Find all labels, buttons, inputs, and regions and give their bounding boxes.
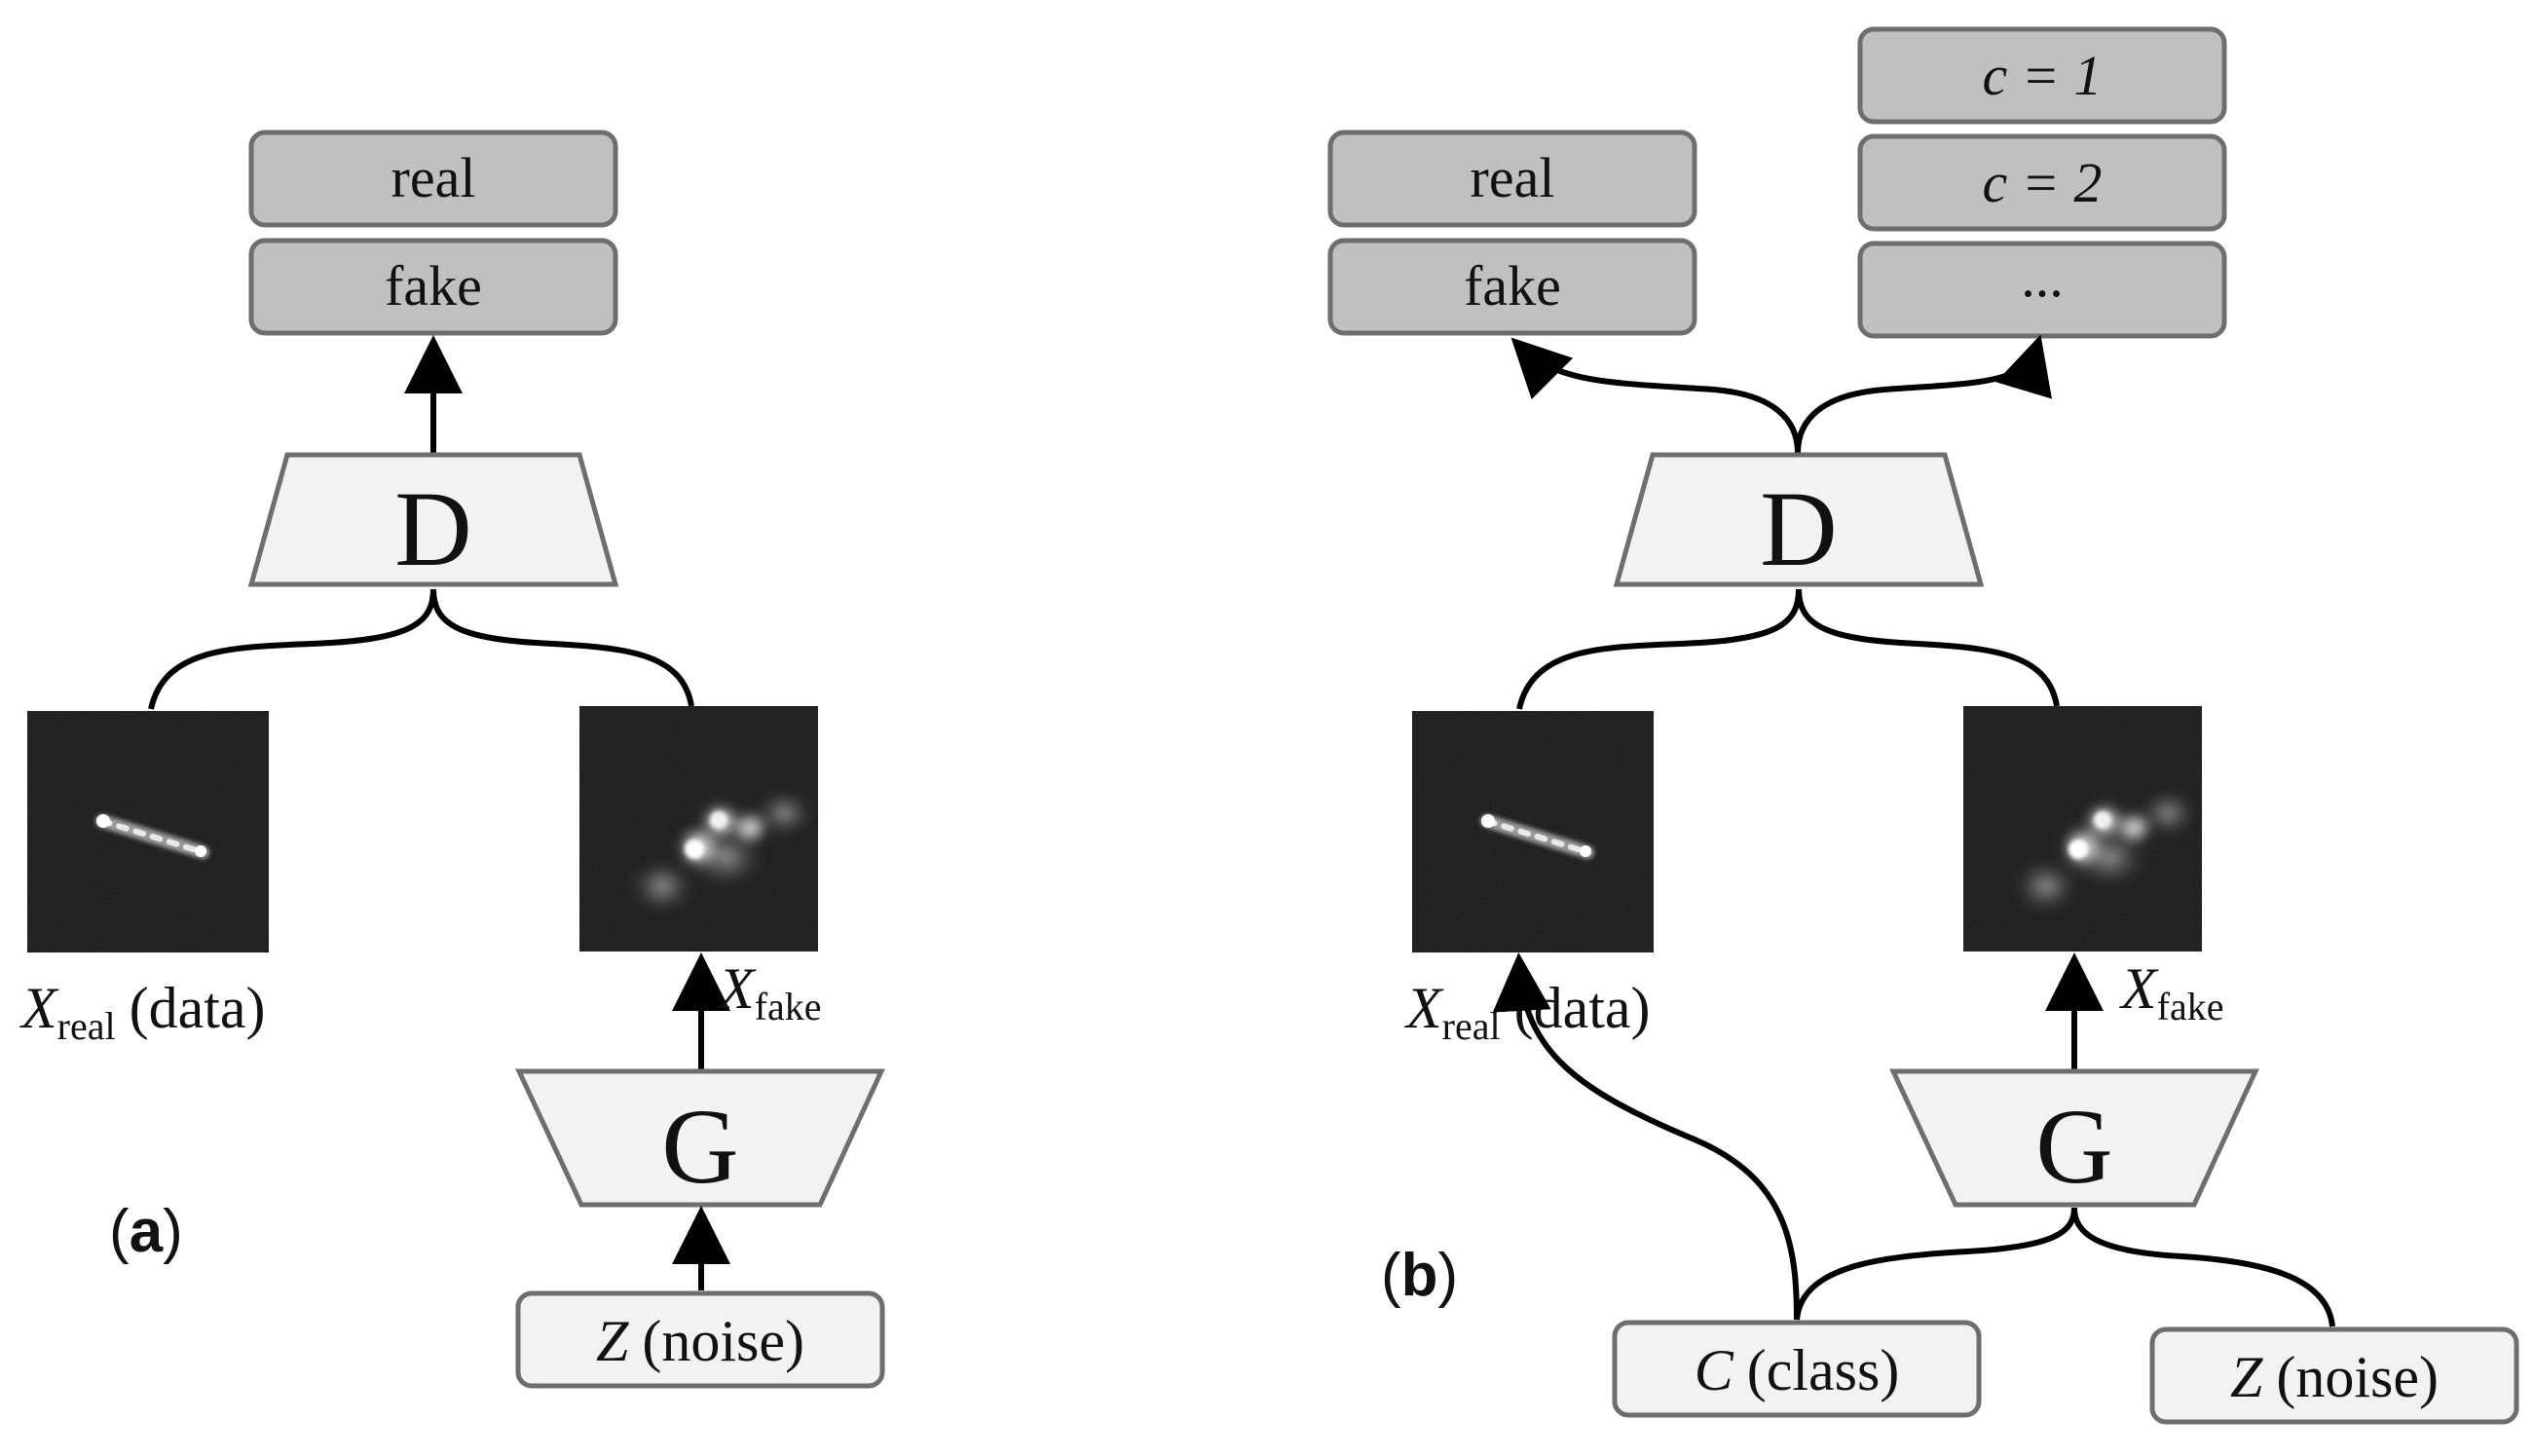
x-real-suffix: (data) — [130, 976, 266, 1040]
class-symbol: C — [1695, 1338, 1734, 1402]
panel-a-fake-to-d-wire — [430, 588, 694, 707]
panel-a-noise-box: Z(noise) — [515, 1290, 885, 1389]
panel-b-class-output-2: c = 2 — [1857, 133, 2227, 232]
panel-a-discriminator: D — [247, 452, 619, 588]
panel-a-real-image — [27, 711, 269, 952]
panel-b-d-to-class-arrow — [1795, 334, 2052, 454]
panel-b-class-output-1: c = 1 — [1857, 26, 2227, 125]
panel-b-d-to-realfake-arrow — [1510, 337, 1801, 454]
panel-b-label: (b) — [1381, 1242, 1458, 1309]
output-label-fake: fake — [385, 254, 482, 317]
noise-label: Z(noise) — [596, 1309, 804, 1373]
panel-a-real-to-d-wire — [148, 588, 436, 710]
panel-b-real-to-d-wire — [1516, 588, 1802, 710]
panel-a-letter: a — [130, 1198, 164, 1265]
class-output-label-2: c = 2 — [1983, 151, 2103, 214]
x-real-subscript: real — [1442, 1004, 1501, 1048]
panel-b-generator: G — [1889, 1068, 2259, 1208]
class-output-label-1: c = 1 — [1983, 44, 2103, 107]
panel-b-output-real: real — [1327, 130, 1697, 228]
panel-b-class-box: C(class) — [1612, 1320, 1982, 1418]
panel-b-letter: b — [1401, 1242, 1438, 1309]
class-output-label-more: ... — [2021, 245, 2064, 309]
panel-b-noise-box: Z(noise) — [2149, 1326, 2519, 1425]
panel-b: real fake c = 1 c = 2 ... D — [1327, 26, 2519, 1425]
class-suffix: (class) — [1747, 1338, 1900, 1402]
panel-b-class-output-more: ... — [1857, 241, 2227, 339]
output-label-real: real — [1471, 146, 1555, 209]
output-label-fake: fake — [1464, 254, 1561, 317]
panel-b-x-fake-label: Xfake — [2119, 956, 2223, 1028]
x-real-subscript: real — [57, 1004, 116, 1048]
noise-suffix: (noise) — [2276, 1345, 2439, 1409]
discriminator-letter: D — [394, 469, 471, 588]
panel-a: real fake D — [19, 130, 885, 1389]
panel-b-fake-image — [1963, 706, 2202, 952]
panel-a-generator: G — [515, 1068, 885, 1208]
panel-b-real-image — [1412, 711, 1654, 952]
panel-b-fake-to-d-wire — [1796, 588, 2060, 707]
discriminator-letter: D — [1760, 469, 1837, 588]
x-fake-subscript: fake — [2157, 985, 2224, 1028]
x-fake-symbol: X — [717, 956, 757, 1021]
panel-b-class-to-g-wire — [1794, 1207, 2077, 1321]
panel-a-fake-image — [579, 706, 818, 952]
panel-b-class-to-real-arrow — [1492, 952, 1800, 1321]
generator-letter: G — [2035, 1087, 2112, 1206]
noise-symbol: Z — [596, 1309, 629, 1373]
x-fake-symbol: X — [2119, 956, 2159, 1021]
noise-label: Z(noise) — [2230, 1345, 2439, 1409]
panel-a-label: (a) — [109, 1198, 183, 1265]
panel-a-output-real: real — [248, 130, 618, 228]
x-real-symbol: X — [19, 976, 59, 1040]
panel-b-discriminator: D — [1613, 452, 1985, 588]
x-fake-subscript: fake — [755, 985, 822, 1028]
noise-suffix: (noise) — [642, 1309, 804, 1373]
x-real-symbol: X — [1404, 976, 1444, 1040]
panel-a-x-fake-label: Xfake — [717, 956, 821, 1028]
panel-b-output-fake: fake — [1327, 238, 1697, 336]
generator-letter: G — [661, 1087, 738, 1206]
panel-a-x-real-label: Xreal (data) — [19, 976, 266, 1048]
panel-b-noise-to-g-wire — [2071, 1207, 2335, 1327]
class-label: C(class) — [1695, 1338, 1900, 1402]
output-label-real: real — [391, 146, 476, 209]
panel-a-output-fake: fake — [248, 238, 618, 336]
noise-symbol: Z — [2230, 1345, 2263, 1409]
